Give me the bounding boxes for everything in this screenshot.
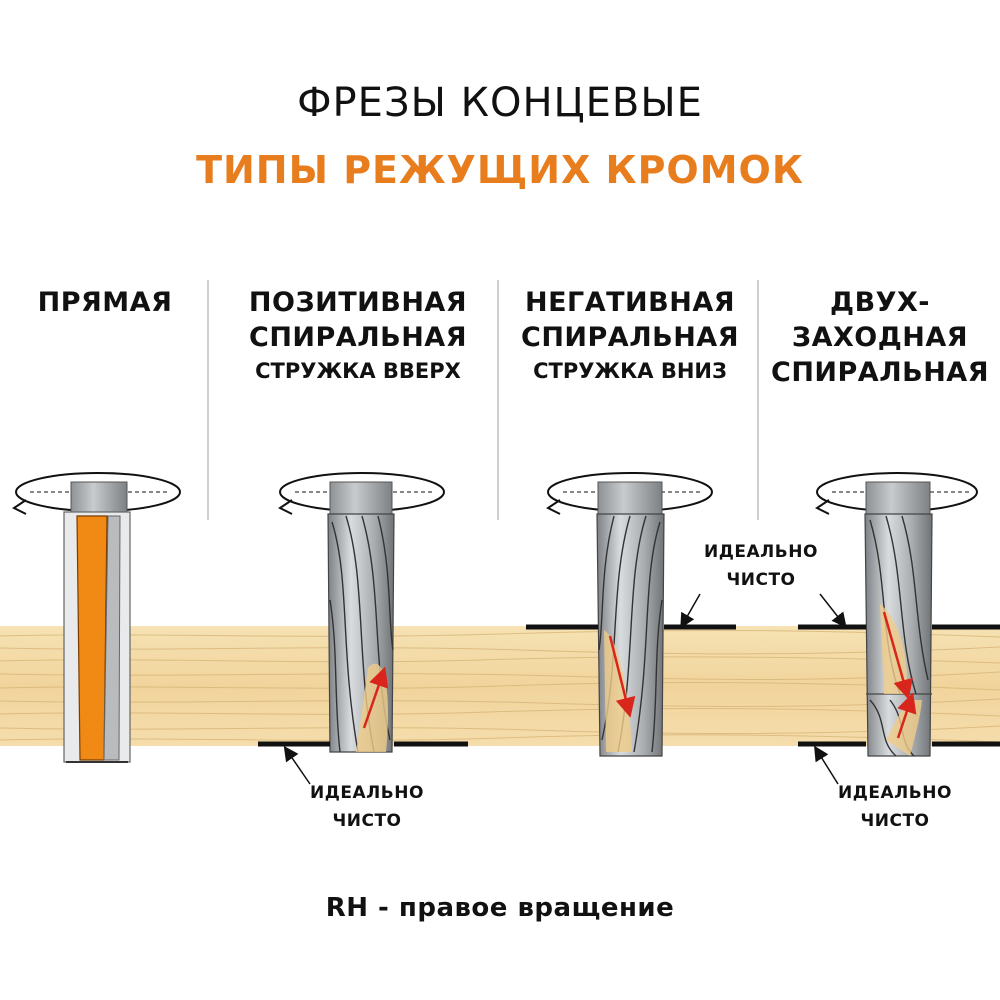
callout-line: ЧИСТО bbox=[726, 570, 796, 590]
callout-clean-bottom-positive: ИДЕАЛЬНО ЧИСТО bbox=[292, 779, 442, 835]
straight-bit bbox=[12, 472, 181, 763]
column-header-positive-spiral: ПОЗИТИВНАЯ СПИРАЛЬНАЯ СТРУЖКА ВВЕРХ bbox=[238, 285, 478, 387]
column-title-line: СПИРАЛЬНАЯ bbox=[521, 322, 739, 353]
column-header-straight: ПРЯМАЯ bbox=[20, 285, 190, 320]
negative-spiral-bit bbox=[546, 472, 713, 757]
callout-line: ЧИСТО bbox=[332, 811, 402, 831]
callout-leaders bbox=[283, 593, 847, 785]
column-header-compression-spiral: ДВУХ- ЗАХОДНАЯ СПИРАЛЬНАЯ bbox=[770, 285, 990, 390]
wood-board bbox=[0, 626, 1000, 746]
column-title-line: ЗАХОДНАЯ bbox=[791, 322, 969, 353]
callout-clean-top: ИДЕАЛЬНО ЧИСТО bbox=[686, 538, 836, 594]
column-title-line: ПОЗИТИВНАЯ bbox=[248, 287, 468, 318]
callout-line: ИДЕАЛЬНО bbox=[704, 542, 818, 562]
column-title-line: ПРЯМАЯ bbox=[37, 287, 173, 318]
column-header-negative-spiral: НЕГАТИВНАЯ СПИРАЛЬНАЯ СТРУЖКА ВНИЗ bbox=[510, 285, 750, 387]
column-title-line: СПИРАЛЬНАЯ bbox=[771, 357, 989, 388]
column-divider bbox=[757, 280, 759, 520]
page-title: ФРЕЗЫ КОНЦЕВЫЕ bbox=[297, 80, 703, 126]
column-title-line: СПИРАЛЬНАЯ bbox=[249, 322, 467, 353]
page-subtitle: ТИПЫ РЕЖУЩИХ КРОМОК bbox=[196, 148, 804, 192]
column-divider bbox=[207, 280, 209, 520]
column-subtitle: СТРУЖКА ВНИЗ bbox=[533, 359, 727, 383]
callout-clean-bottom-compression: ИДЕАЛЬНО ЧИСТО bbox=[820, 779, 970, 835]
callout-line: ЧИСТО bbox=[860, 811, 930, 831]
clean-edge-marks bbox=[258, 624, 1000, 747]
positive-spiral-bit bbox=[278, 472, 445, 753]
compression-spiral-bit bbox=[815, 472, 978, 757]
column-title-line: ДВУХ- bbox=[830, 287, 930, 318]
column-divider bbox=[497, 280, 499, 520]
column-title-line: НЕГАТИВНАЯ bbox=[524, 287, 736, 318]
rotation-note: RH - правое вращение bbox=[325, 893, 675, 923]
column-subtitle: СТРУЖКА ВВЕРХ bbox=[255, 359, 461, 383]
callout-line: ИДЕАЛЬНО bbox=[838, 783, 952, 803]
callout-line: ИДЕАЛЬНО bbox=[310, 783, 424, 803]
